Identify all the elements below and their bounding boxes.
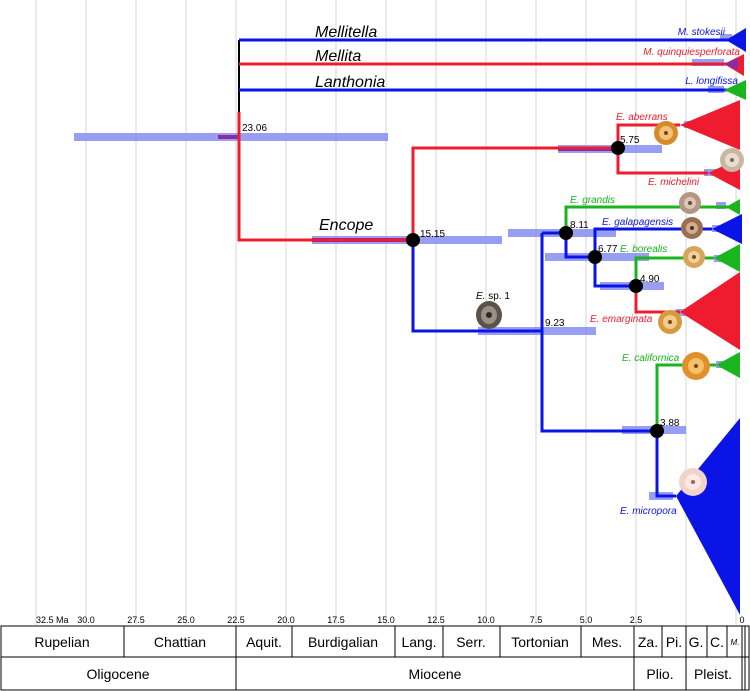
epoch-miocene: Miocene — [409, 666, 462, 682]
triangle-mellita-purple — [724, 58, 738, 70]
species-label-e-aberrans: E. aberrans — [616, 112, 668, 123]
species-label-e-michelini: E. michelini — [648, 177, 700, 188]
sand-dollar-specimen-icon — [682, 352, 710, 380]
node-age-emarginata: 4.90 — [640, 274, 660, 285]
geologic-timescale: Rupelian Chattian Aquit. Burdigalian Lan… — [0, 625, 750, 691]
stage-tortonian: Tortonian — [511, 634, 569, 650]
triangle-emarginata — [680, 272, 740, 350]
species-label-e-emarginata: E. emarginata — [590, 314, 653, 325]
node-age-borealis: 6.77 — [598, 244, 618, 255]
epoch-pliocene: Plio. — [646, 666, 673, 682]
time-tick-label: 15.0 — [377, 615, 395, 625]
node-age-root: 23.06 — [242, 123, 267, 134]
sand-dollar-specimen-icon — [683, 246, 705, 268]
sand-dollar-specimen-icon — [681, 217, 703, 239]
sand-dollar-specimen-icon — [654, 121, 678, 145]
clade-label-lanthonia: Lanthonia — [315, 74, 385, 91]
time-tick-label: 25.0 — [177, 615, 195, 625]
time-tick-label: 0 — [739, 615, 744, 625]
node-californica — [650, 424, 664, 438]
time-tick-label: 17.5 — [327, 615, 345, 625]
species-label-e-grandis: E. grandis — [570, 195, 615, 206]
time-tick-label: 5.0 — [580, 615, 593, 625]
node-age-labels: 23.06 15.15 5.75 8.11 6.77 4.90 9.23 3.8… — [242, 123, 680, 429]
triangle-lanthonia — [724, 80, 746, 100]
node-borealis — [588, 250, 602, 264]
epoch-pleistocene: Pleist. — [694, 666, 732, 682]
species-label-l-longifissa: L. longifissa — [685, 76, 738, 87]
species-label-e-californica: E. californica — [622, 353, 680, 364]
node-encope — [406, 233, 420, 247]
time-tick-label: 22.5 — [227, 615, 245, 625]
sand-dollar-specimen-icon — [658, 310, 682, 334]
species-label-e-micropora: E. micropora — [620, 506, 677, 517]
clade-label-encope: Encope — [319, 217, 373, 234]
time-tick-label: 12.5 — [427, 615, 445, 625]
stage-messinian: Mes. — [592, 634, 622, 650]
node-age-aberrans: 5.75 — [620, 135, 640, 146]
triangle-grandis — [726, 199, 740, 215]
triangle-aberrans — [680, 100, 740, 150]
branch-677-lower — [593, 257, 636, 288]
epoch-oligocene: Oligocene — [86, 666, 149, 682]
stage-zanclean: Za. — [638, 634, 658, 650]
stage-piacenzian: Pi. — [666, 634, 682, 650]
node-age-sp1: 9.23 — [545, 318, 565, 329]
species-label-m-stokesii: M. stokesii — [678, 27, 726, 38]
node-emarginata — [629, 279, 643, 293]
branch-encope-stem — [237, 112, 413, 242]
branch-galapagensis — [593, 227, 712, 257]
stage-serravallian: Serr. — [456, 634, 486, 650]
time-tick-label: 27.5 — [127, 615, 145, 625]
node-aberrans — [611, 141, 625, 155]
triangle-californica — [716, 352, 740, 378]
time-tick-label: 2.5 — [630, 615, 643, 625]
branch-michelini — [616, 148, 708, 175]
triangle-mellitella — [726, 28, 746, 52]
time-tick-label: 32.5 Ma — [36, 615, 69, 625]
stage-chattian: Chattian — [154, 634, 206, 650]
stage-langhian: Lang. — [401, 634, 436, 650]
fossil-specimen-icon — [476, 301, 502, 329]
clade-label-mellita: Mellita — [315, 48, 361, 65]
stage-middle-pleistocene: M. — [731, 638, 740, 647]
stage-aquitanian: Aquit. — [246, 634, 282, 650]
sand-dollar-specimen-icon — [720, 148, 744, 172]
species-label-m-quinquiesperforata: M. quinquiesperforata — [643, 47, 740, 58]
stage-rupelian: Rupelian — [34, 634, 89, 650]
branch-sp1-stem — [540, 233, 657, 433]
clade-label-mellitella: Mellitella — [315, 24, 377, 41]
stage-calabrian: C. — [710, 634, 724, 650]
branch-micropora — [655, 431, 676, 498]
triangle-galapagensis — [712, 214, 742, 244]
time-tick-label: 10.0 — [477, 615, 495, 625]
branch-811-lower — [564, 233, 595, 259]
species-label-e-borealis: E. borealis — [620, 244, 667, 255]
node-age-galapagensis: 8.11 — [570, 220, 589, 231]
species-label-e-galapagensis: E. galapagensis — [602, 217, 673, 228]
time-gridlines — [35, 0, 737, 625]
node-age-californica: 3.88 — [660, 418, 680, 429]
node-galapagensis — [559, 226, 573, 240]
specimen-icons — [476, 121, 744, 496]
time-axis: 32.5 Ma 30.0 27.5 25.0 22.5 20.0 17.5 15… — [36, 615, 745, 625]
branch-encope-lower — [411, 240, 542, 333]
sand-dollar-specimen-icon — [679, 192, 701, 214]
hpd-bar-tip-1 — [720, 34, 732, 41]
time-tick-label: 30.0 — [77, 615, 95, 625]
species-label-e-sp1: E. sp. 1 — [476, 291, 510, 302]
branch-grandis — [564, 205, 736, 233]
stage-burdigalian: Burdigalian — [308, 634, 378, 650]
node-circles — [406, 141, 664, 438]
branches — [237, 38, 736, 498]
branch-encope-upper — [411, 146, 618, 240]
time-tick-label: 7.5 — [530, 615, 543, 625]
time-tick-label: 20.0 — [277, 615, 295, 625]
triangle-borealis — [714, 244, 740, 272]
stage-gelasian: G. — [689, 634, 704, 650]
triangle-micropora — [676, 418, 740, 615]
node-age-encope: 15.15 — [420, 229, 445, 240]
sand-dollar-specimen-icon — [679, 468, 707, 496]
